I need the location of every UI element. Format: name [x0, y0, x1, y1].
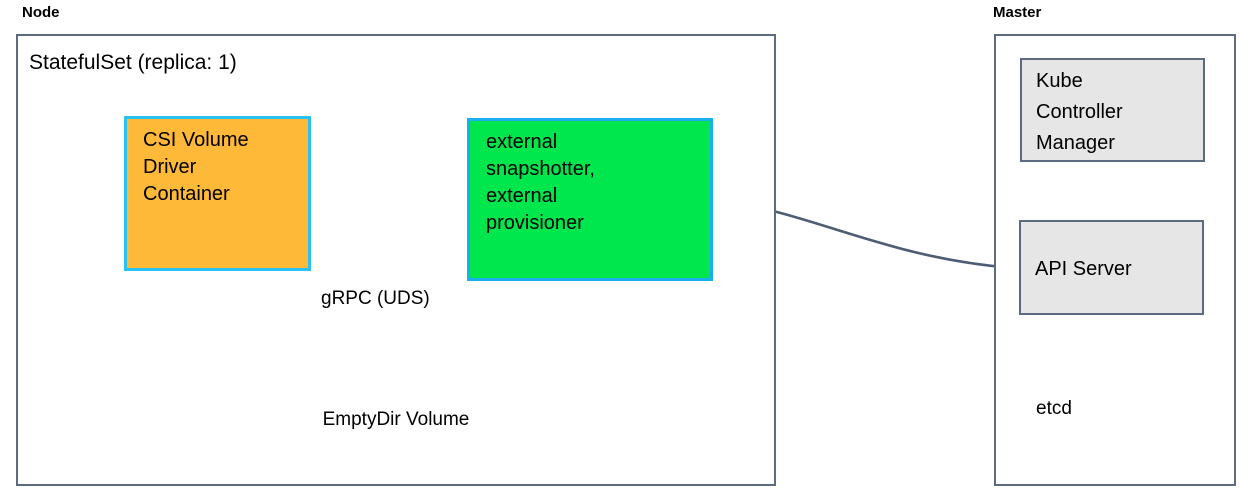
node-group-label: Node — [22, 4, 60, 21]
statefulset-title: StatefulSet (replica: 1) — [29, 51, 237, 74]
csi-volume-driver-container-box[interactable]: CSI Volume Driver Container — [124, 116, 311, 271]
master-group-label: Master — [993, 4, 1042, 21]
external-sidecars-box[interactable]: external snapshotter, external provision… — [467, 118, 713, 281]
kube-controller-manager-box[interactable]: Kube Controller Manager — [1020, 58, 1205, 162]
api-server-box[interactable]: API Server — [1019, 220, 1204, 315]
grpc-uds-edge-label: gRPC (UDS) — [321, 288, 430, 309]
